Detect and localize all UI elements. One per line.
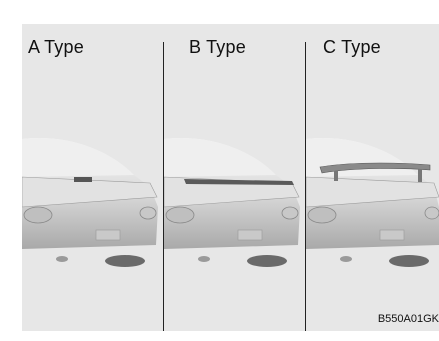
- car-rear-b-illustration: [164, 137, 300, 267]
- figure-code: B550A01GK: [377, 313, 439, 325]
- spoiler-a-icon: [74, 177, 92, 182]
- panel-b-type: B Type: [164, 24, 304, 331]
- panel-c-label: C Type: [323, 37, 381, 57]
- spoiler-b-icon: [184, 179, 294, 185]
- car-rear-c-illustration: [306, 137, 439, 267]
- panel-a-type: A Type: [22, 24, 162, 331]
- panel-b-label: B Type: [189, 37, 246, 57]
- panel-a-label: A Type: [28, 37, 84, 57]
- divider-1: [163, 42, 164, 331]
- panel-c-type: C Type: [306, 24, 439, 331]
- car-rear-a-illustration: [22, 137, 158, 267]
- spoiler-c-icon: [319, 162, 431, 182]
- spoiler-type-figure: A Type B Type: [22, 24, 439, 331]
- divider-2: [305, 42, 306, 331]
